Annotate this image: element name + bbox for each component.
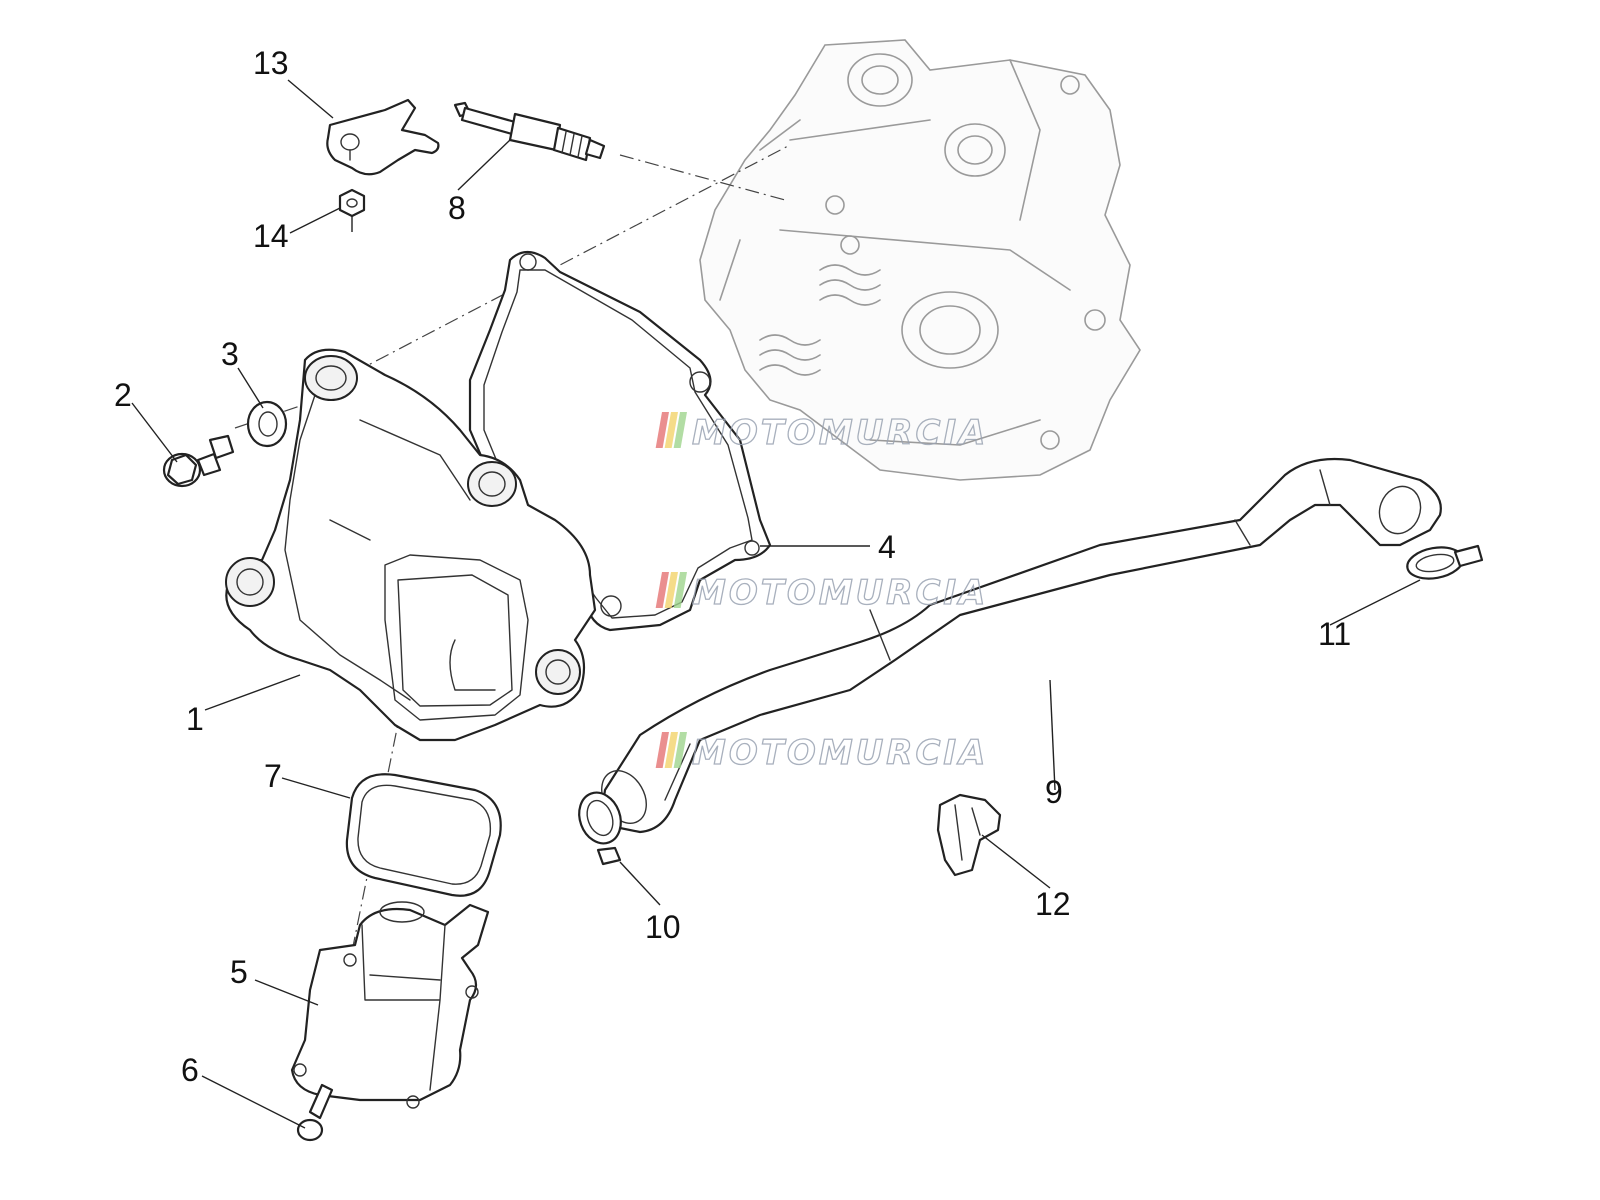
leader-lines <box>131 79 1421 1129</box>
breather-housing <box>290 901 490 1109</box>
hex-nut <box>338 188 366 232</box>
watermark-stripe <box>664 412 678 448</box>
callout-8: 8 <box>448 190 466 226</box>
callout-4: 4 <box>878 529 896 565</box>
watermark-stripe <box>664 572 678 608</box>
callout-11: 11 <box>1318 616 1351 652</box>
watermark-stripe <box>673 732 687 768</box>
spark-plug <box>453 101 606 162</box>
watermark-stripe <box>655 732 669 768</box>
watermark-stripe <box>673 412 687 448</box>
watermark-stripe <box>664 732 678 768</box>
watermark-text: MOTOMURCIA <box>692 573 988 613</box>
flanged-bolt <box>162 434 235 488</box>
callout-13: 13 <box>253 45 289 81</box>
o-ring <box>345 773 502 897</box>
watermark-stripe <box>655 572 669 608</box>
callout-numbers: 1 2 3 4 5 6 7 8 9 10 11 12 13 14 <box>114 45 1351 1088</box>
callout-14: 14 <box>253 218 289 254</box>
seal-washer <box>246 400 288 448</box>
watermark-2: MOTOMURCIA <box>655 572 988 614</box>
watermark-stripe <box>673 572 687 608</box>
callout-7: 7 <box>264 758 282 794</box>
breather-hose <box>601 457 1442 834</box>
support-bracket <box>326 98 440 176</box>
watermark-text: MOTOMURCIA <box>692 733 988 773</box>
callout-5: 5 <box>230 954 248 990</box>
watermark-stripe <box>655 412 669 448</box>
callout-3: 3 <box>221 336 239 372</box>
valve-cover <box>225 348 597 742</box>
watermark-text: MOTOMURCIA <box>692 413 988 453</box>
callout-1: 1 <box>186 701 204 737</box>
watermark-3: MOTOMURCIA <box>655 732 988 774</box>
callout-9: 9 <box>1045 774 1063 810</box>
housing-screw <box>296 1083 334 1142</box>
callout-6: 6 <box>181 1052 199 1088</box>
hose-clip <box>936 793 1002 877</box>
watermark-1: MOTOMURCIA <box>655 412 988 454</box>
cylinder-head-ghost <box>699 39 1141 481</box>
hose-clamp-lower <box>578 791 622 866</box>
callout-10: 10 <box>645 909 681 945</box>
hose-clamp-upper <box>1406 544 1484 580</box>
callout-12: 12 <box>1035 886 1071 922</box>
callout-2: 2 <box>114 377 132 413</box>
